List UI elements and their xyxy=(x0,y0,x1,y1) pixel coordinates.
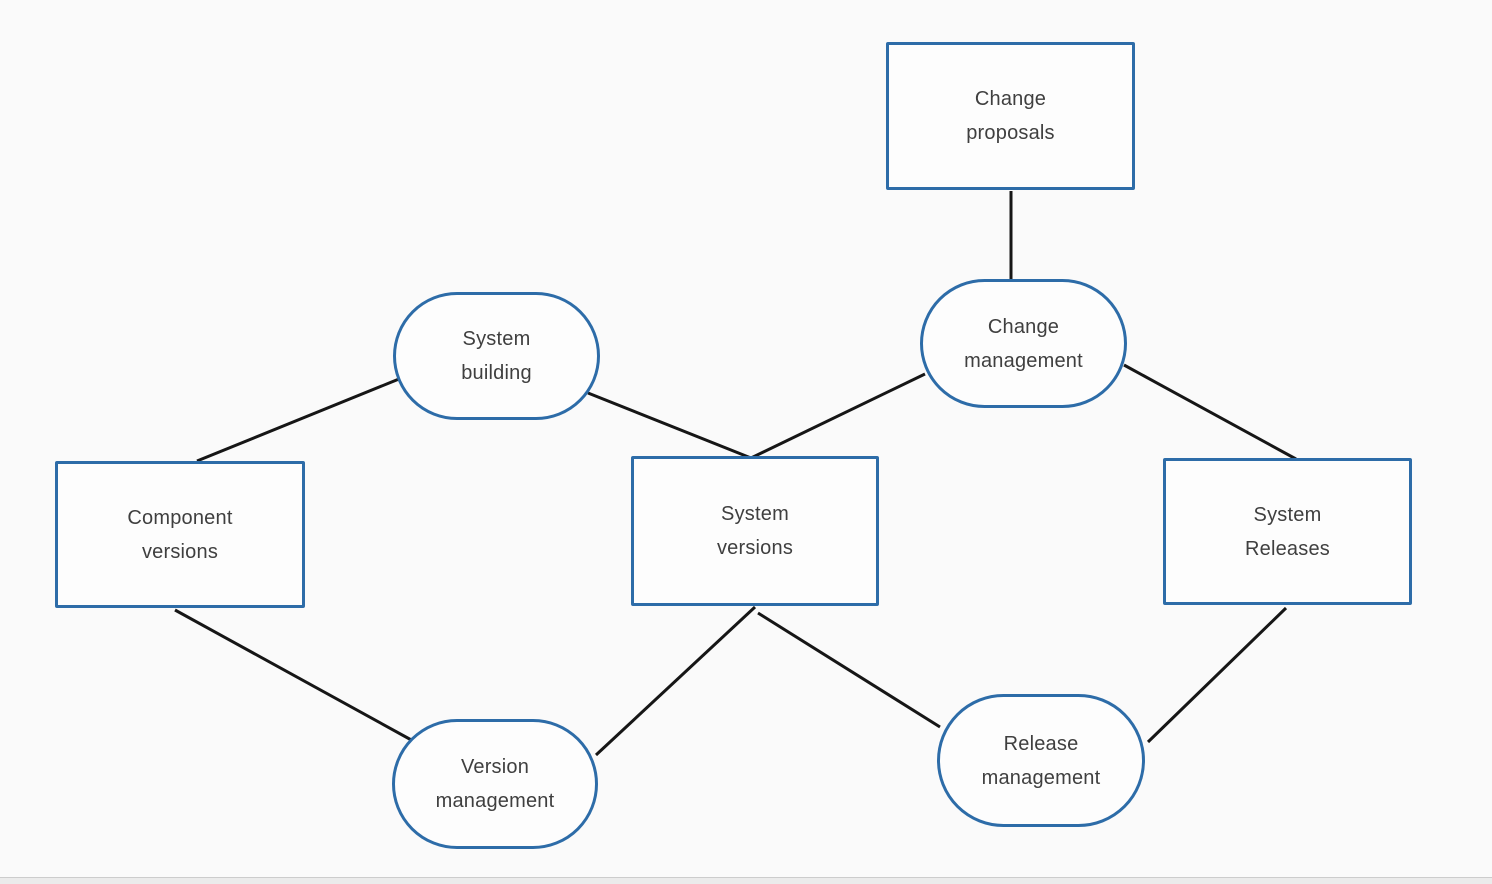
node-system-versions-label: System versions xyxy=(716,503,794,559)
node-change-proposals-label: Change proposals xyxy=(966,88,1055,144)
node-system-building[interactable]: System building xyxy=(393,292,600,420)
edge-change-management-system-versions xyxy=(750,372,926,460)
node-system-building-label: System building xyxy=(461,328,532,384)
edge-change-management-system-releases xyxy=(1123,363,1297,461)
node-release-management[interactable]: Release management xyxy=(937,694,1145,827)
node-system-releases-label: System Releases xyxy=(1245,503,1330,560)
edge-version-management-system-versions xyxy=(594,605,757,757)
node-component-versions[interactable]: Component versions xyxy=(55,461,305,608)
node-change-management[interactable]: Change management xyxy=(920,279,1127,408)
node-release-management-label: Release management xyxy=(981,732,1101,789)
bottom-separator xyxy=(0,877,1492,884)
node-change-management-label: Change management xyxy=(964,315,1083,372)
node-system-versions[interactable]: System versions xyxy=(631,456,879,606)
edge-system-building-system-versions xyxy=(587,391,752,460)
edge-release-management-system-releases xyxy=(1146,606,1288,744)
edge-system-building-component-versions xyxy=(196,377,400,463)
node-version-management[interactable]: Version management xyxy=(392,719,598,849)
node-version-management-label: Version management xyxy=(435,756,555,812)
node-system-releases[interactable]: System Releases xyxy=(1163,458,1412,605)
edge-system-versions-release-management xyxy=(757,611,941,729)
node-change-proposals[interactable]: Change proposals xyxy=(886,42,1135,190)
node-component-versions-label: Component versions xyxy=(127,506,233,563)
edge-component-versions-version-management xyxy=(174,608,416,744)
